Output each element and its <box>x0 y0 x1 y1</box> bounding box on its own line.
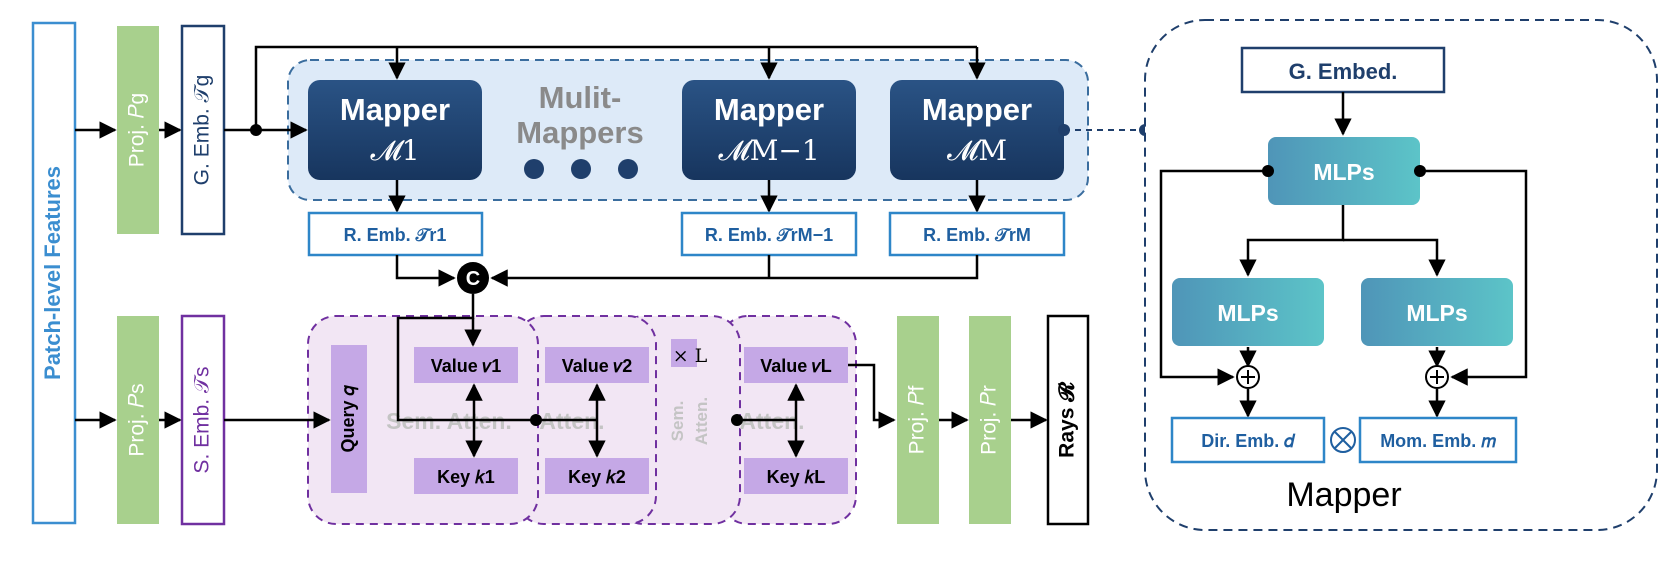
mapper-m-symbol: 𝓜M <box>947 134 1007 167</box>
patch-features-box: Patch-level Features <box>31 21 77 525</box>
sem-atten-stack-2: Atten. <box>692 397 711 445</box>
proj-g-label: Proj. 𝑃g <box>126 93 149 167</box>
multi-mappers-label-2: Mappers <box>516 115 643 150</box>
value-l-label: Value 𝑣L <box>760 356 831 376</box>
attention-routing <box>396 294 896 429</box>
concat-routing <box>395 255 979 287</box>
key-2: Key 𝑘2 <box>545 458 649 494</box>
r-emb-1-label: R. Emb. 𝒯r1 <box>344 225 447 245</box>
proj-g-box: Proj. 𝑃g <box>117 26 159 234</box>
g-emb-label: G. Emb. 𝒯g <box>191 75 214 186</box>
key-l: Key 𝑘L <box>744 458 848 494</box>
key-2-label: Key 𝑘2 <box>568 467 626 487</box>
proj-s-label: Proj. 𝑃s <box>126 383 149 456</box>
patch-features-label: Patch-level Features <box>40 166 65 380</box>
value-l: Value 𝑣L <box>744 347 848 383</box>
mapper-m: Mapper 𝓜M <box>890 80 1064 180</box>
otimes <box>1330 427 1356 453</box>
ellipsis-dot <box>618 159 638 179</box>
r-emb-m-minus-1: R. Emb. 𝒯rM−1 <box>680 211 858 257</box>
repeat-label: × L <box>673 345 708 367</box>
key-1-label: Key 𝑘1 <box>437 467 495 487</box>
dir-emb-box: Dir. Emb. 𝑑 <box>1170 416 1326 464</box>
value-2: Value 𝑣2 <box>545 347 649 383</box>
plus-right <box>1425 365 1449 389</box>
r-emb-m-label: R. Emb. 𝒯rM <box>923 225 1031 245</box>
key-1: Key 𝑘1 <box>414 458 518 494</box>
rays-label: Rays 𝓡 <box>1056 382 1079 458</box>
mlp-left-label: MLPs <box>1217 300 1278 326</box>
junction-dot <box>1262 165 1274 177</box>
mapper-m-minus-1: Mapper 𝓜M−1 <box>682 80 856 180</box>
concat-node: C <box>457 262 489 294</box>
mlp-routing <box>1159 169 1528 418</box>
g-emb-box: G. Emb. 𝒯g <box>180 24 226 236</box>
value-1: Value 𝑣1 <box>414 347 518 383</box>
mom-emb-label: Mom. Emb. 𝑚 <box>1380 431 1496 451</box>
mlp-right: MLPs <box>1361 278 1513 346</box>
proj-r-box: Proj. 𝑃r <box>969 316 1011 524</box>
s-emb-label: S. Emb. 𝒯s <box>191 366 214 473</box>
mapper-m-title: Mapper <box>922 92 1032 127</box>
mapper-1: Mapper 𝓜1 <box>308 80 482 180</box>
g-emb-routing <box>224 45 986 139</box>
proj-f-label: Proj. 𝑃f <box>906 386 929 455</box>
g-embed-label: G. Embed. <box>1289 59 1398 84</box>
ellipsis-dot <box>524 159 544 179</box>
mlp-top: MLPs <box>1268 137 1420 205</box>
detail-title: Mapper <box>1286 476 1401 514</box>
plus-left <box>1236 365 1260 389</box>
ellipsis-dot <box>571 159 591 179</box>
r-emb-m-minus-1-label: R. Emb. 𝒯rM−1 <box>705 225 833 245</box>
junction-dot <box>731 414 743 426</box>
value-2-label: Value 𝑣2 <box>562 356 632 376</box>
junction-dot <box>250 124 262 136</box>
mapper-m-minus-1-symbol: 𝓜M−1 <box>718 134 819 167</box>
concat-symbol: C <box>466 268 480 290</box>
junction-dot <box>530 414 542 426</box>
multi-mappers-label-1: Mulit- <box>539 80 622 115</box>
g-embed-box: G. Embed. <box>1240 46 1446 94</box>
mlp-top-label: MLPs <box>1313 159 1374 185</box>
mlp-right-label: MLPs <box>1406 300 1467 326</box>
sem-atten-stack-1: Sem. <box>668 401 687 442</box>
proj-r-label: Proj. 𝑃r <box>978 385 1001 455</box>
mom-emb-box: Mom. Emb. 𝑚 <box>1358 416 1518 464</box>
query-label: Query 𝑞 <box>338 385 359 453</box>
query-box: Query 𝑞 <box>331 345 367 493</box>
s-emb-box: S. Emb. 𝒯s <box>180 314 226 526</box>
mlp-left: MLPs <box>1172 278 1324 346</box>
mapper-1-symbol: 𝓜1 <box>370 134 419 167</box>
rays-box: Rays 𝓡 <box>1046 314 1090 526</box>
dir-emb-label: Dir. Emb. 𝑑 <box>1201 431 1296 451</box>
r-emb-m: R. Emb. 𝒯rM <box>888 211 1066 257</box>
repeat-tag: × L <box>671 339 708 367</box>
mapper-1-title: Mapper <box>340 92 450 127</box>
value-1-label: Value 𝑣1 <box>431 356 501 376</box>
proj-s-box: Proj. 𝑃s <box>117 316 159 524</box>
junction-dot <box>1414 165 1426 177</box>
proj-f-box: Proj. 𝑃f <box>897 316 939 524</box>
mapper-m-minus-1-title: Mapper <box>714 92 824 127</box>
connector-dot <box>1058 124 1070 136</box>
r-emb-1: R. Emb. 𝒯r1 <box>307 211 484 257</box>
key-l-label: Key 𝑘L <box>767 467 826 487</box>
